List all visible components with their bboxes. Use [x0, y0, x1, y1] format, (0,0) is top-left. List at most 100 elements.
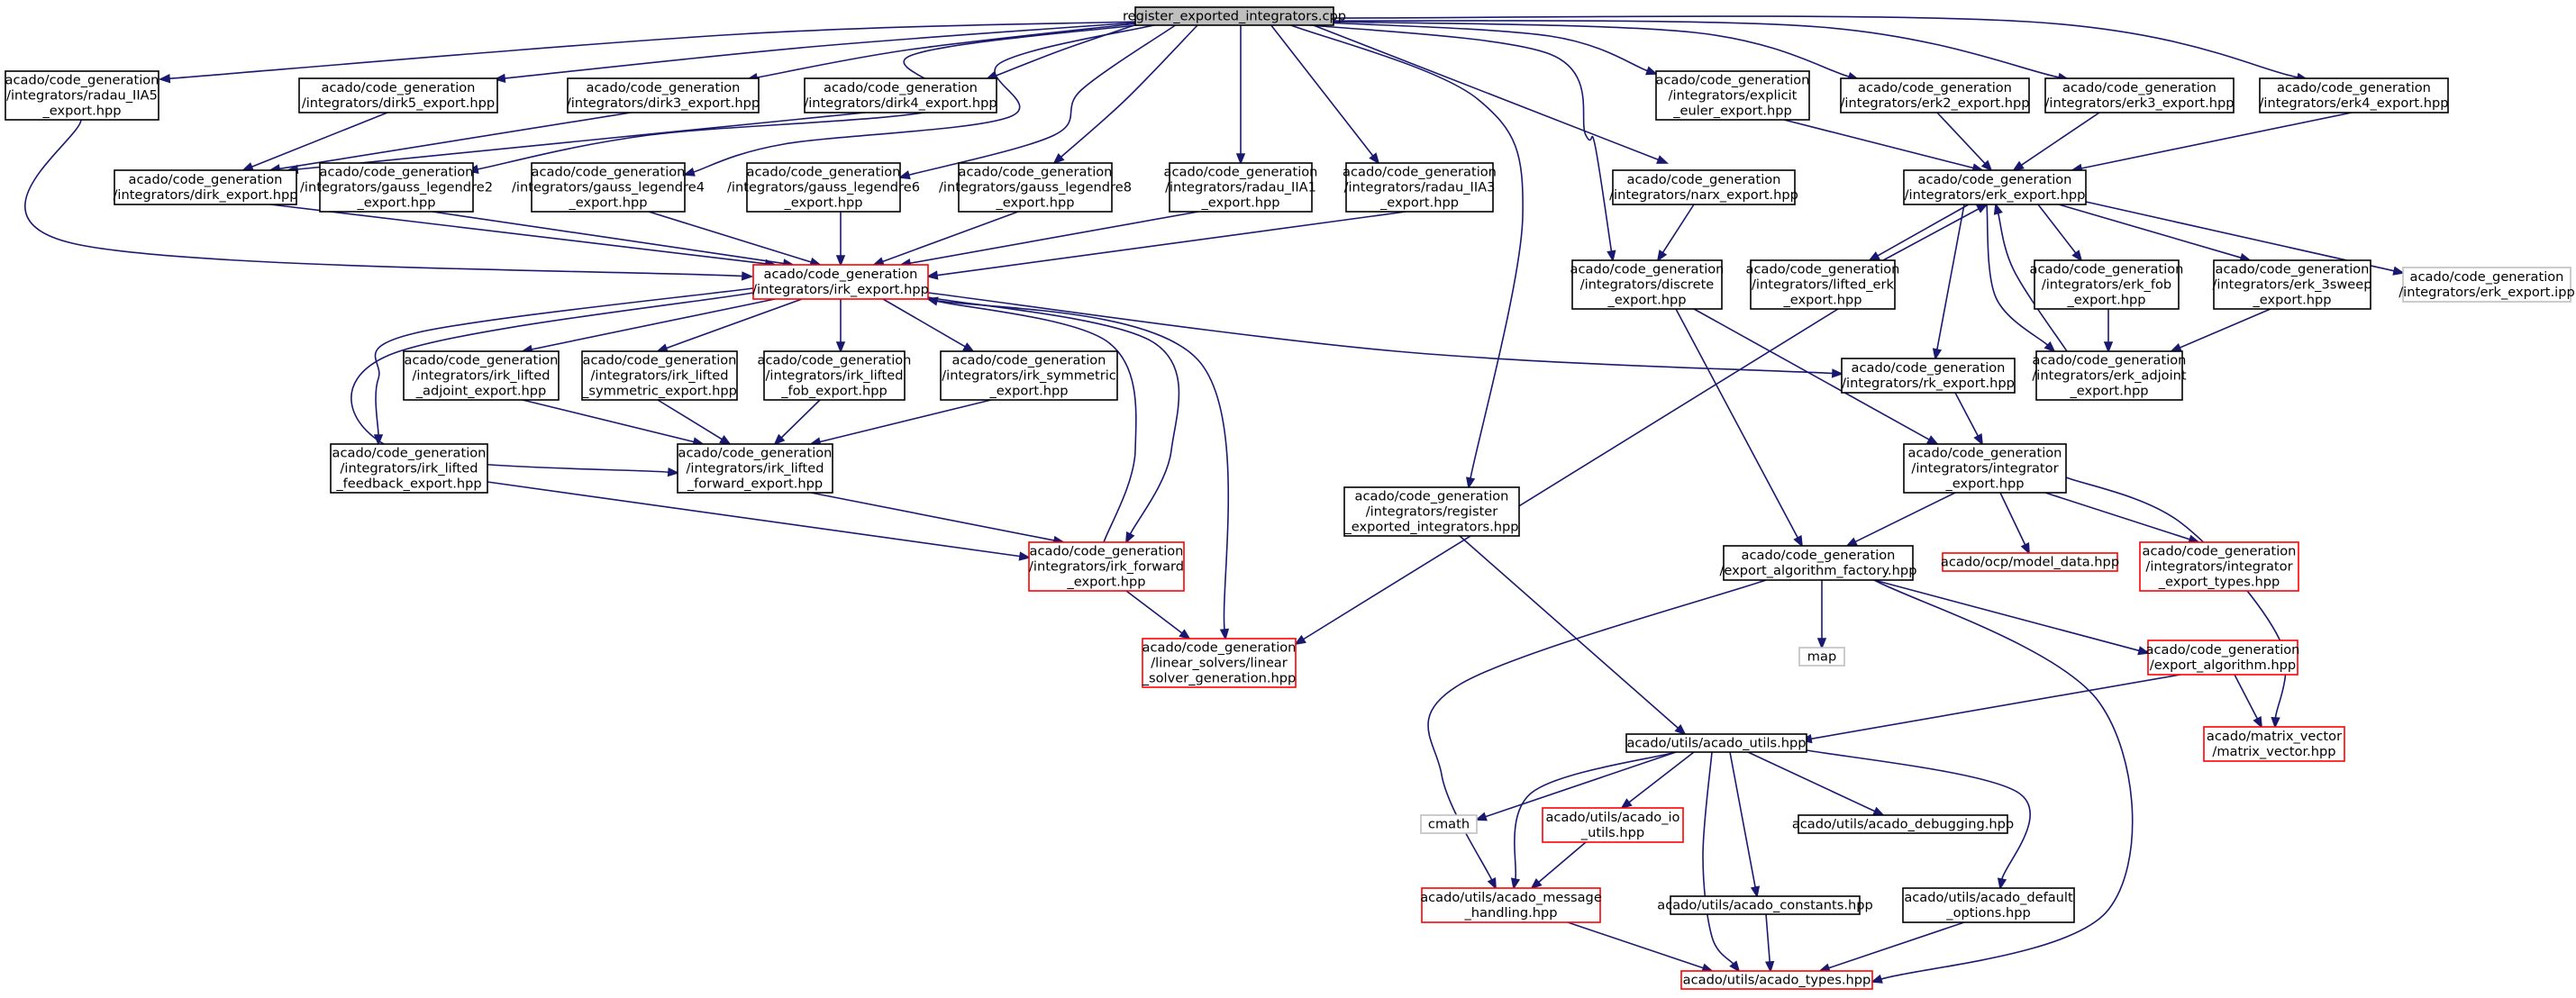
node-dirk3[interactable]: acado/code_generation/integrators/dirk3_… [567, 77, 760, 113]
node-integrator-export[interactable]: acado/code_generation/integrators/integr… [1903, 443, 2067, 494]
node-box [1421, 887, 1601, 923]
node-erk-export[interactable]: acado/code_generation/integrators/erk_ex… [1903, 169, 2087, 205]
edge-line [1747, 751, 1876, 812]
node-dirk[interactable]: acado/code_generation/integrators/dirk_e… [113, 169, 298, 205]
node-box [1903, 443, 2067, 494]
node-acado-utils[interactable]: acado/utils/acado_utils.hpp [1625, 733, 1807, 753]
node-radau-iia1[interactable]: acado/code_generation/integrators/radau_… [1164, 162, 1318, 213]
edge-erk_export-to-rk_export [1932, 204, 1965, 361]
node-label-line: /integrators/register [1366, 504, 1498, 520]
node-erk2[interactable]: acado/code_generation/integrators/erk2_e… [1840, 77, 2030, 113]
edge-eaf-to-export_algorithm [1873, 579, 2151, 656]
node-matrix-vector[interactable]: acado/matrix_vector/matrix_vector.hpp [2203, 726, 2345, 762]
edge-line [1729, 751, 1756, 888]
node-label-line: _export.hpp [784, 195, 863, 211]
edge-line [693, 23, 1159, 173]
arrowhead [1973, 433, 1984, 446]
node-irk-lifted-symmetric[interactable]: acado/code_generation/integrators/irk_li… [581, 350, 738, 401]
edge-irk_forward-to-irk_export [925, 296, 1137, 543]
node-discrete[interactable]: acado/code_generation/integrators/discre… [1570, 259, 1725, 310]
node-root[interactable]: register_exported_integrators.cpp [1123, 6, 1346, 26]
node-erk-adjoint[interactable]: acado/code_generation/integrators/erk_ad… [2032, 350, 2187, 401]
arrowhead [2103, 341, 2114, 354]
node-narx[interactable]: acado/code_generation/integrators/narx_e… [1609, 169, 1798, 205]
node-linear-solver[interactable]: acado/code_generation/linear_solvers/lin… [1142, 638, 1297, 688]
node-dirk4[interactable]: acado/code_generation/integrators/dirk4_… [804, 77, 997, 113]
node-irk-forward[interactable]: acado/code_generation/integrators/irk_fo… [1028, 541, 1185, 592]
node-register-hpp[interactable]: acado/code_generation/integrators/regist… [1343, 486, 1520, 537]
node-erk-3sweep[interactable]: acado/code_generation/integrators/erk_3s… [2212, 259, 2372, 310]
edge-line [1828, 921, 1965, 969]
node-gl2[interactable]: acado/code_generation/integrators/gauss_… [300, 162, 493, 213]
node-irk-symmetric[interactable]: acado/code_generation/integrators/irk_sy… [940, 350, 1118, 401]
node-acado-io[interactable]: acado/utils/acado_io_utils.hpp [1542, 807, 1684, 843]
node-model-data[interactable]: acado/ocp/model_data.hpp [1941, 552, 2119, 572]
node-label-line: _handling.hpp [1463, 905, 1557, 921]
node-acado-constants[interactable]: acado/utils/acado_constants.hpp [1657, 895, 1873, 915]
edge-root-to-dirk5 [493, 22, 1138, 84]
node-export-algorithm[interactable]: acado/code_generation/export_algorithm.h… [2146, 640, 2300, 676]
node-label-line: _fob_export.hpp [780, 384, 887, 399]
arrowhead [667, 467, 680, 477]
node-label-line: /integrators/erk2_export.hpp [1841, 95, 2030, 111]
arrowhead [1993, 202, 2003, 215]
node-box [1798, 814, 2008, 834]
node-dirk5[interactable]: acado/code_generation/integrators/dirk5_… [298, 77, 498, 113]
node-irk-lifted-forward[interactable]: acado/code_generation/integrators/irk_li… [677, 443, 833, 494]
node-label-line: _export.hpp [1607, 293, 1687, 308]
edge-irk_symmetric-to-irk_lifted_forward [808, 399, 992, 447]
node-acado-types[interactable]: acado/utils/acado_types.hpp [1680, 970, 1873, 990]
node-box [958, 162, 1113, 213]
node-erk-fob[interactable]: acado/code_generation/integrators/erk_fo… [2030, 259, 2184, 310]
node-label-line: /integrators/integrator [2145, 559, 2292, 575]
edge-erk_export-to-lifted_erk [1868, 204, 1970, 262]
edge-line [1882, 208, 1980, 261]
node-erk3[interactable]: acado/code_generation/integrators/erk3_e… [2044, 77, 2235, 113]
arrowhead [2071, 250, 2083, 262]
arrowhead [1125, 531, 1135, 544]
node-box [5, 70, 159, 121]
node-acado-message[interactable]: acado/utils/acado_message_handling.hpp [1420, 887, 1602, 923]
node-acado-debugging[interactable]: acado/utils/acado_debugging.hpp [1792, 814, 2014, 834]
edge-line [2058, 204, 2242, 259]
edge-line [927, 298, 1230, 631]
node-box [1142, 638, 1297, 688]
node-box [1942, 552, 2118, 572]
node-box [1420, 814, 1478, 834]
node-box [1670, 895, 1861, 915]
edge-line [2044, 492, 2190, 540]
node-radau-iia3[interactable]: acado/code_generation/integrators/radau_… [1343, 162, 1497, 213]
node-cmath[interactable]: cmath [1420, 814, 1478, 834]
edge-line [487, 481, 1021, 558]
node-label-line: acado/code_generation [332, 446, 487, 461]
node-label-line: _forward_export.hpp [687, 476, 823, 492]
node-map[interactable]: map [1798, 647, 1845, 667]
arrowhead [1294, 634, 1306, 646]
node-radau-iia5[interactable]: acado/code_generation/integrators/radau_… [5, 70, 159, 121]
node-gl4[interactable]: acado/code_generation/integrators/gauss_… [512, 162, 705, 213]
node-irk-lifted-adjoint[interactable]: acado/code_generation/integrators/irk_li… [403, 350, 560, 401]
node-erk-ipp[interactable]: acado/code_generation/integrators/erk_ex… [2399, 267, 2575, 303]
node-irk-lifted-feedback[interactable]: acado/code_generation/integrators/irk_li… [330, 443, 488, 494]
node-label-line: acado/code_generation [1142, 640, 1297, 656]
node-integrator-types[interactable]: acado/code_generation/integrators/integr… [2139, 541, 2299, 592]
node-erk4[interactable]: acado/code_generation/integrators/erk4_e… [2259, 77, 2449, 113]
node-irk-lifted-fob[interactable]: acado/code_generation/integrators/irk_li… [758, 350, 912, 401]
edge-integrator_export-to-eaf [1845, 492, 1956, 547]
node-rk-export[interactable]: acado/code_generation/integrators/rk_exp… [1841, 358, 2016, 394]
node-lifted-erk[interactable]: acado/code_generation/integrators/lifted… [1746, 259, 1900, 310]
node-label-line: _export.hpp [1945, 476, 2025, 492]
node-gl6[interactable]: acado/code_generation/integrators/gauss_… [727, 162, 920, 213]
node-box [1840, 77, 2030, 113]
node-label-line: _options.hpp [1945, 905, 2030, 921]
node-acado-default[interactable]: acado/utils/acado_default_options.hpp [1902, 887, 2075, 923]
node-eaf[interactable]: acado/code_generation/export_algorithm_f… [1720, 545, 1917, 581]
node-box [2213, 259, 2371, 310]
node-irk-export[interactable]: acado/code_generation/integrators/irk_ex… [752, 264, 929, 300]
node-label-line: _export.hpp [996, 195, 1075, 211]
edge-line [1125, 590, 1183, 634]
node-gl8[interactable]: acado/code_generation/integrators/gauss_… [939, 162, 1132, 213]
node-explicit-euler[interactable]: acado/code_generation/integrators/explic… [1655, 70, 1810, 121]
edge-line [1810, 674, 2181, 740]
edge-line [1628, 751, 1695, 803]
